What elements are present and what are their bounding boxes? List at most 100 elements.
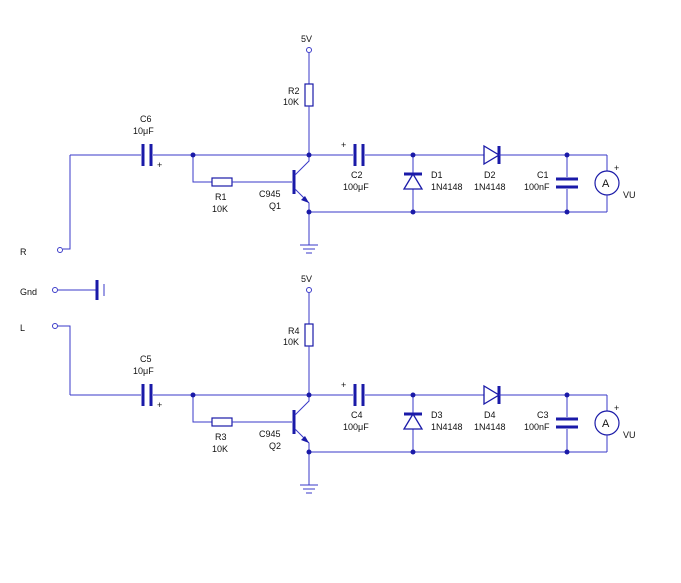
- series-diode-type: 1N4148: [474, 422, 506, 432]
- collector-resistor-name: R4: [288, 326, 300, 336]
- junction-dot: [410, 209, 416, 215]
- channel-top: 5V R2 10K C6 10μF + R1 10K: [70, 34, 636, 254]
- junction-dot: [190, 152, 196, 158]
- junction-dot: [564, 209, 570, 215]
- junction-dot: [306, 392, 312, 398]
- junction-dot: [306, 449, 312, 455]
- junction-dot: [564, 392, 570, 398]
- series-diode: D2 1N4148: [474, 144, 607, 192]
- transistor-type: C945: [259, 189, 281, 199]
- coupling-capacitor: + C4 100μF: [309, 380, 484, 432]
- meter-label: VU: [623, 430, 636, 440]
- series-diode-name: D4: [484, 410, 496, 420]
- transistor: C945 Q1: [259, 155, 310, 212]
- shunt-diode: D3 1N4148: [402, 395, 463, 452]
- supply-5v: 5V: [301, 274, 312, 324]
- meter-polarity: +: [614, 403, 619, 413]
- input-l: L: [20, 323, 71, 395]
- input-gnd-label: Gnd: [20, 287, 37, 297]
- collector-resistor-name: R2: [288, 86, 300, 96]
- channel-bottom: 5V R4 10K C5 10μF + R3 10K: [70, 274, 636, 494]
- diode-icon: [483, 384, 501, 406]
- input-cap-polarity: +: [157, 400, 162, 410]
- coupling-cap-polarity: +: [341, 380, 346, 390]
- input-capacitor: C6 10μF +: [70, 114, 193, 170]
- base-resistor-value: 10K: [212, 204, 228, 214]
- shunt-diode-name: D3: [431, 410, 443, 420]
- junction-dot: [190, 392, 196, 398]
- ground-rail: [300, 211, 607, 254]
- vu-meter: A + VU: [594, 155, 636, 212]
- coupling-capacitor: + C2 100μF: [309, 140, 484, 192]
- input-r-wire: [63, 155, 71, 250]
- shunt-diode-name: D1: [431, 170, 443, 180]
- shunt-diode-type: 1N4148: [431, 422, 463, 432]
- transistor-collector-lead: [294, 155, 310, 176]
- ground-rail: [300, 451, 607, 494]
- supply-label: 5V: [301, 274, 312, 284]
- coupling-cap-value: 100μF: [343, 182, 369, 192]
- diode-icon: [402, 172, 424, 190]
- base-res-wire-left: [192, 155, 212, 183]
- shunt-diode-type: 1N4148: [431, 182, 463, 192]
- transistor-collector-lead: [294, 395, 310, 416]
- input-l-terminal: [52, 323, 58, 329]
- input-cap-name: C6: [140, 114, 152, 124]
- input-l-wire: [58, 325, 71, 395]
- junction-dot: [410, 392, 416, 398]
- base-resistor: R3 10K: [192, 394, 309, 454]
- input-gnd-terminal: [52, 287, 58, 293]
- junction-dot: [410, 449, 416, 455]
- coupling-cap-polarity: +: [341, 140, 346, 150]
- transistor-name: Q2: [269, 441, 281, 451]
- base-res-wire-left: [192, 395, 212, 423]
- filter-cap-value: 100nF: [524, 182, 550, 192]
- filter-cap-name: C3: [537, 410, 549, 420]
- transistor-type: C945: [259, 429, 281, 439]
- series-diode: D4 1N4148: [474, 384, 607, 432]
- junction-dot: [564, 152, 570, 158]
- input-r: R: [20, 155, 71, 257]
- coupling-cap-value: 100μF: [343, 422, 369, 432]
- coupling-cap-name: C4: [351, 410, 363, 420]
- meter-polarity: +: [614, 163, 619, 173]
- input-r-terminal: [57, 247, 63, 253]
- filter-capacitor: C3 100nF: [524, 395, 578, 452]
- junction-dot: [410, 152, 416, 158]
- junction-dot: [564, 449, 570, 455]
- input-l-label: L: [20, 323, 25, 333]
- diode-icon: [402, 412, 424, 430]
- collector-resistor-value: 10K: [283, 97, 299, 107]
- filter-capacitor: C1 100nF: [524, 155, 578, 212]
- collector-resistor: R4 10K: [283, 323, 314, 395]
- supply-5v: 5V: [301, 34, 312, 84]
- input-r-label: R: [20, 247, 27, 257]
- meter-label: VU: [623, 190, 636, 200]
- shunt-diode: D1 1N4148: [402, 155, 463, 212]
- supply-terminal: [306, 287, 312, 293]
- diode-icon: [483, 144, 501, 166]
- base-resistor-value: 10K: [212, 444, 228, 454]
- vu-meter: A + VU: [594, 395, 636, 452]
- series-diode-type: 1N4148: [474, 182, 506, 192]
- collector-resistor: R2 10K: [283, 83, 314, 155]
- collector-resistor-value: 10K: [283, 337, 299, 347]
- input-cap-name: C5: [140, 354, 152, 364]
- junction-dot: [306, 209, 312, 215]
- input-cap-polarity: +: [157, 160, 162, 170]
- resistor-icon: [211, 417, 233, 427]
- junction-dot: [306, 152, 312, 158]
- resistor-icon: [304, 83, 314, 107]
- emitter-arrow-icon: [301, 436, 309, 443]
- meter-symbol: A: [602, 418, 610, 430]
- input-cap-value: 10μF: [133, 126, 154, 136]
- input-capacitor: C5 10μF +: [70, 354, 193, 410]
- filter-cap-name: C1: [537, 170, 549, 180]
- filter-cap-value: 100nF: [524, 422, 550, 432]
- base-resistor-name: R1: [215, 192, 227, 202]
- supply-terminal: [306, 47, 312, 53]
- transistor: C945 Q2: [259, 395, 310, 452]
- transistor-name: Q1: [269, 201, 281, 211]
- meter-symbol: A: [602, 178, 610, 190]
